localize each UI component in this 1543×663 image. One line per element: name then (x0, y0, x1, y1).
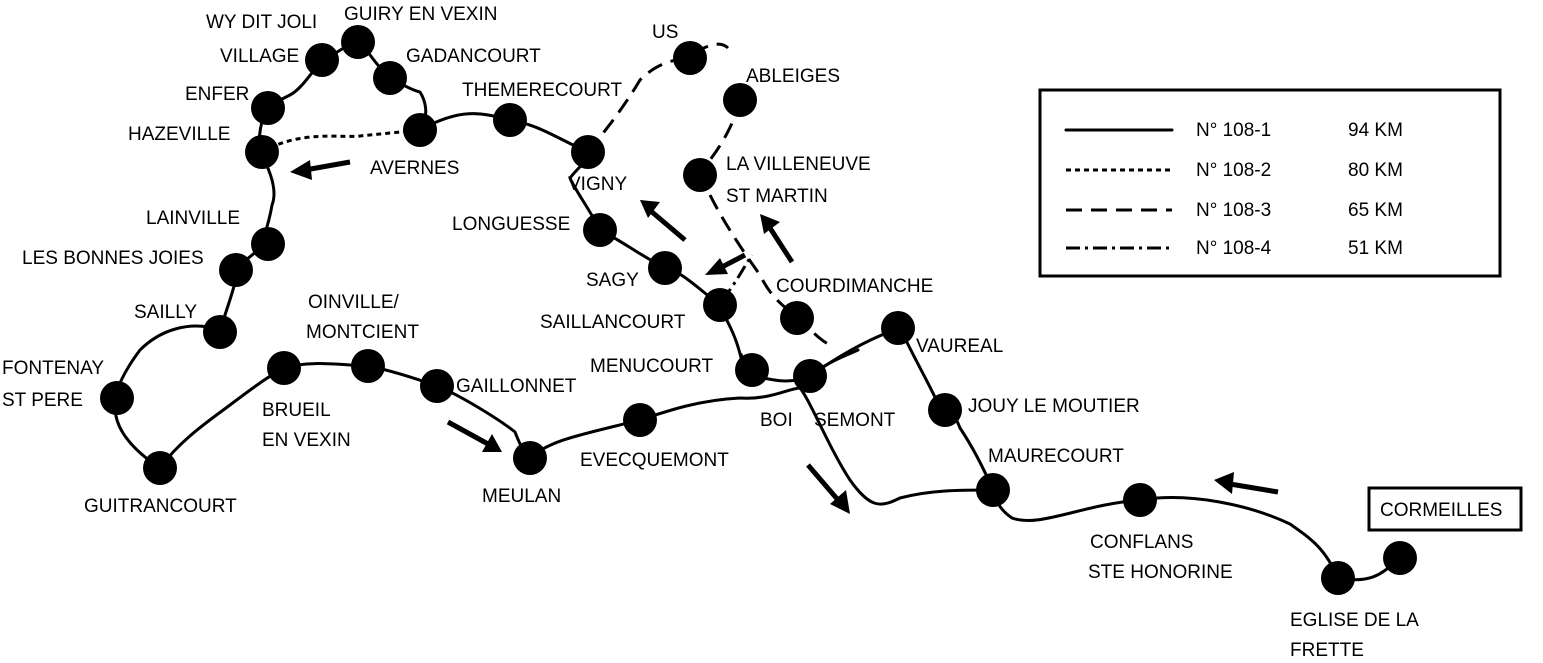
stop-themerecourt (493, 103, 527, 137)
stop-meulan (513, 441, 547, 475)
stop-hazeville (245, 135, 279, 169)
stop-jouy-le-moutier (928, 393, 962, 427)
label-eglise-1: EGLISE DE LA (1290, 610, 1419, 631)
arrow-up-left-vigny (640, 200, 687, 242)
label-hazeville: HAZEVILLE (128, 124, 230, 145)
stop-gadancourt (373, 61, 407, 95)
route-108-2-line (261, 128, 421, 154)
label-evecquemont: EVECQUEMONT (580, 450, 729, 471)
label-brueil-2: EN VEXIN (262, 430, 351, 451)
stop-enfer (251, 91, 285, 125)
label-wy-2: VILLAGE (220, 46, 299, 67)
stop-sailly (203, 315, 237, 349)
arrow-down-right-gaillonnet (446, 419, 502, 452)
label-jouy: JOUY LE MOUTIER (968, 396, 1140, 417)
stop-les-bonnes-joies (219, 253, 253, 287)
stop-ableiges (723, 83, 757, 117)
stop-courdimanche (780, 301, 814, 335)
label-conflans-2: STE HONORINE (1088, 562, 1233, 583)
arrow-up-villeneuve (760, 214, 795, 264)
label-brueil-1: BRUEIL (262, 400, 331, 421)
label-us: US (652, 22, 678, 43)
stop-menucourt (735, 353, 769, 387)
label-saillancourt: SAILLANCOURT (540, 312, 686, 333)
label-eglise-2: FRETTE (1290, 640, 1364, 661)
legend-code-2: N° 108-2 (1196, 160, 1271, 181)
label-longuesse: LONGUESSE (452, 214, 570, 235)
stop-us (673, 41, 707, 75)
stop-evecquemont (623, 403, 657, 437)
stop-vigny (571, 135, 605, 169)
label-boisemont-1: BOI (760, 410, 793, 431)
label-fontenay-1: FONTENAY (2, 358, 104, 379)
stop-oinville (351, 349, 385, 383)
stop-gaillonnet (420, 369, 454, 403)
label-bonnes-joies: LES BONNES JOIES (22, 248, 204, 269)
legend-code-4: N° 108-4 (1196, 238, 1272, 259)
label-villeneuve-1: LA VILLENEUVE (726, 154, 871, 175)
label-boisemont-2: SEMONT (814, 410, 896, 431)
stop-maurecourt (976, 473, 1010, 507)
stop-guiry-en-vexin (341, 25, 375, 59)
label-themerecourt: THEMERECOURT (462, 80, 622, 101)
stop-fontenay (100, 381, 134, 415)
stop-la-villeneuve (683, 158, 717, 192)
legend-distance-1: 94 KM (1348, 120, 1403, 141)
route-108-3-line-c (708, 194, 831, 347)
label-sagy: SAGY (586, 270, 639, 291)
route-108-3-line (586, 42, 730, 153)
stop-wy-dit-joli-village (305, 43, 339, 77)
label-guiry: GUIRY EN VEXIN (344, 4, 497, 25)
label-enfer: ENFER (185, 84, 249, 105)
label-maurecourt: MAURECOURT (988, 446, 1124, 467)
label-courdimanche: COURDIMANCHE (776, 276, 933, 297)
start-label: CORMEILLES (1380, 500, 1502, 521)
label-gadancourt: GADANCOURT (406, 46, 541, 67)
place-labels: WY DIT JOLI VILLAGE GUIRY EN VEXIN GADAN… (2, 4, 1419, 661)
label-ableiges: ABLEIGES (746, 66, 840, 87)
stop-conflans (1123, 483, 1157, 517)
label-oinville-2: MONTCIENT (306, 322, 419, 343)
stop-sagy (648, 251, 682, 285)
legend-distance-3: 65 KM (1348, 200, 1403, 221)
legend-distance-2: 80 KM (1348, 160, 1403, 181)
label-vigny: VIGNY (568, 174, 627, 195)
stop-brueil (267, 351, 301, 385)
label-avernes: AVERNES (370, 158, 459, 179)
label-fontenay-2: ST PERE (2, 390, 83, 411)
label-sailly: SAILLY (134, 302, 197, 323)
arrow-left-hazeville (290, 159, 351, 180)
legend-code-1: N° 108-1 (1196, 120, 1271, 141)
stop-boisemont (793, 359, 827, 393)
label-gaillonnet: GAILLONNET (456, 376, 577, 397)
arrow-left-conflans (1214, 472, 1279, 495)
arrow-down-right-boisemont (806, 463, 850, 514)
stop-eglise-de-la-frette (1321, 561, 1355, 595)
legend: N° 108-1 94 KM N° 108-2 80 KM N° 108-3 6… (1038, 88, 1502, 278)
label-wy-1: WY DIT JOLI (206, 12, 317, 33)
label-villeneuve-2: ST MARTIN (726, 186, 828, 207)
label-menucourt: MENUCOURT (590, 356, 714, 377)
stop-guitrancourt (143, 451, 177, 485)
route-stops (100, 25, 1417, 595)
label-lainville: LAINVILLE (146, 208, 240, 229)
label-oinville-1: OINVILLE/ (308, 292, 400, 313)
label-guitrancourt: GUITRANCOURT (84, 496, 237, 517)
label-conflans-1: CONFLANS (1090, 532, 1193, 553)
stop-cormeilles (1383, 541, 1417, 575)
stop-longuesse (583, 213, 617, 247)
label-meulan: MEULAN (482, 486, 561, 507)
arrow-down-left-saillancourt (705, 252, 747, 275)
stop-saillancourt (703, 288, 737, 322)
stop-avernes (403, 113, 437, 147)
legend-code-3: N° 108-3 (1196, 200, 1271, 221)
start-label-box: CORMEILLES (1367, 486, 1523, 532)
stop-lainville (251, 227, 285, 261)
stop-vaureal (881, 311, 915, 345)
legend-distance-4: 51 KM (1348, 238, 1403, 259)
label-vaureal: VAUREAL (916, 336, 1003, 357)
